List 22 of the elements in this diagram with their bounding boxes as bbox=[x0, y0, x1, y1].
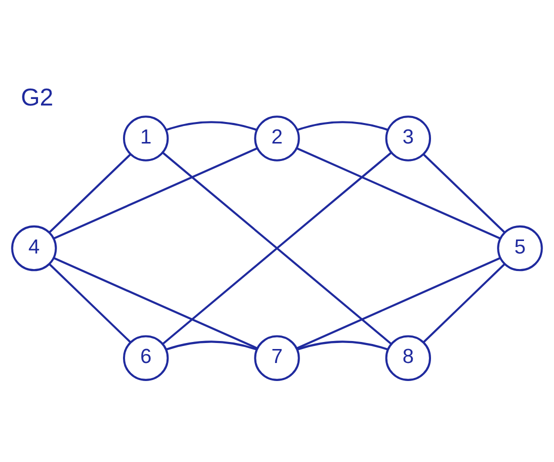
node-circle: 1 bbox=[122, 116, 169, 162]
node-circle: 3 bbox=[385, 116, 432, 162]
node-circle: 4 bbox=[11, 225, 57, 272]
node-circle: 8 bbox=[385, 335, 432, 381]
diagram-title: G2 bbox=[20, 84, 54, 112]
connector bbox=[422, 264, 506, 343]
connector bbox=[296, 121, 388, 131]
connector bbox=[296, 147, 501, 240]
connector bbox=[296, 257, 500, 350]
connector bbox=[162, 152, 392, 345]
node-circle: 6 bbox=[122, 335, 169, 381]
connector bbox=[166, 340, 257, 350]
connector bbox=[53, 147, 258, 240]
connector bbox=[166, 121, 257, 131]
connector bbox=[296, 340, 388, 350]
node-circle: 7 bbox=[254, 335, 300, 381]
node-circle: 5 bbox=[497, 225, 543, 272]
connector bbox=[54, 257, 258, 350]
node-circle: 2 bbox=[254, 116, 300, 162]
connector bbox=[48, 154, 132, 234]
connector bbox=[48, 264, 132, 343]
connector bbox=[422, 154, 506, 234]
